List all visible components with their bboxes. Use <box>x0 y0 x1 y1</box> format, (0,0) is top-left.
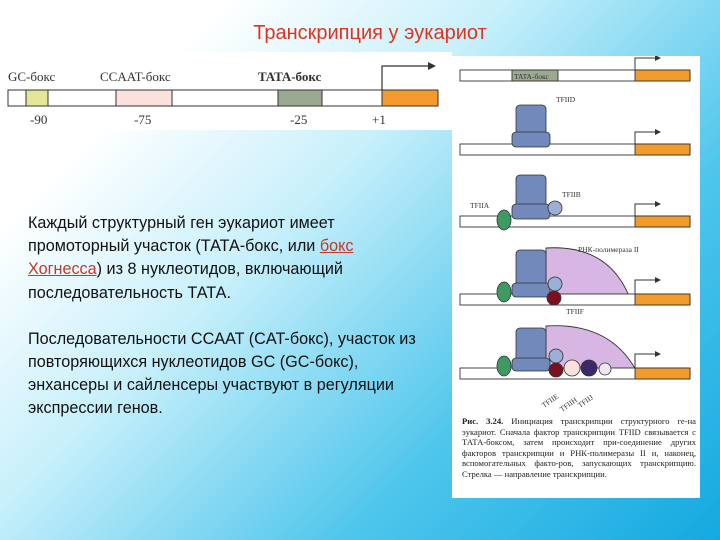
stage-5: TFIIE TFIIH TFIIJ <box>459 325 691 414</box>
pos-minus90: -90 <box>30 112 47 127</box>
stage-3: TFIIB TFIIA <box>459 174 691 231</box>
promoter-diagram: GC-бокс CCAAT-бокс TATA-бокс -90 -75 -25… <box>0 52 452 130</box>
tfiid-label: TFIID <box>556 95 576 104</box>
pos-plus1: +1 <box>372 112 386 127</box>
slide-title: Транскрипция у эукариот <box>253 22 487 44</box>
pos-minus75: -75 <box>134 112 151 127</box>
tfiid-block <box>515 104 547 136</box>
tata-box-label: TATA-бокс <box>258 69 322 84</box>
promoter-strand <box>7 89 439 107</box>
tfiif-shape <box>546 290 562 306</box>
tfiib-label: TFIIB <box>562 190 581 199</box>
tfiie-shape <box>563 359 581 377</box>
caption-number: Рис. 3.24. <box>462 416 504 426</box>
tfiif-label: TFIIF <box>566 307 584 316</box>
pos-minus25: -25 <box>290 112 307 127</box>
gene-start <box>381 89 439 107</box>
stage-4: РНК-полимераза II TFIIF <box>459 245 691 316</box>
ccaat-box-label: CCAAT-бокс <box>100 69 171 84</box>
initiation-figure: TATA-бокс TFIID TFIIB TFIIA <box>452 56 700 498</box>
tfiia-label: TFIIA <box>470 201 490 210</box>
tfiia-shape <box>496 209 512 231</box>
tata-box <box>277 89 323 107</box>
ccaat-box <box>115 89 173 107</box>
stage-2: TFIID <box>459 95 691 156</box>
figure-caption: Рис. 3.24. Инициация транскрипции структ… <box>462 416 696 480</box>
caption-text: Инициация транскрипции структурного ге-н… <box>462 416 696 479</box>
tfiib-shape <box>547 200 563 216</box>
tfiih-label: TFIIH <box>558 395 579 414</box>
paragraph-tata: Каждый структурный ген эукариот имеет пр… <box>28 214 354 302</box>
tfiij-shape <box>598 362 612 376</box>
tfiij-label: TFIIJ <box>576 393 595 410</box>
tata-small-label: TATA-бокс <box>514 72 549 81</box>
gc-box-label: GC-бокс <box>8 69 55 84</box>
tata-box-small <box>511 69 559 82</box>
stage-1: TATA-бокс <box>459 56 691 82</box>
gc-box <box>25 89 49 107</box>
hogness-box-link[interactable]: бокс Хогнесса <box>28 237 354 279</box>
tfiih-shape <box>580 359 598 377</box>
rna-pol-label: РНК-полимераза II <box>578 245 639 254</box>
body-text: Каждый структурный ген эукариот имеет пр… <box>28 212 428 444</box>
transcription-arrow <box>381 65 432 90</box>
paragraph-regulation: Последовательности CCAAT (CAT-бокс), уча… <box>28 329 416 418</box>
